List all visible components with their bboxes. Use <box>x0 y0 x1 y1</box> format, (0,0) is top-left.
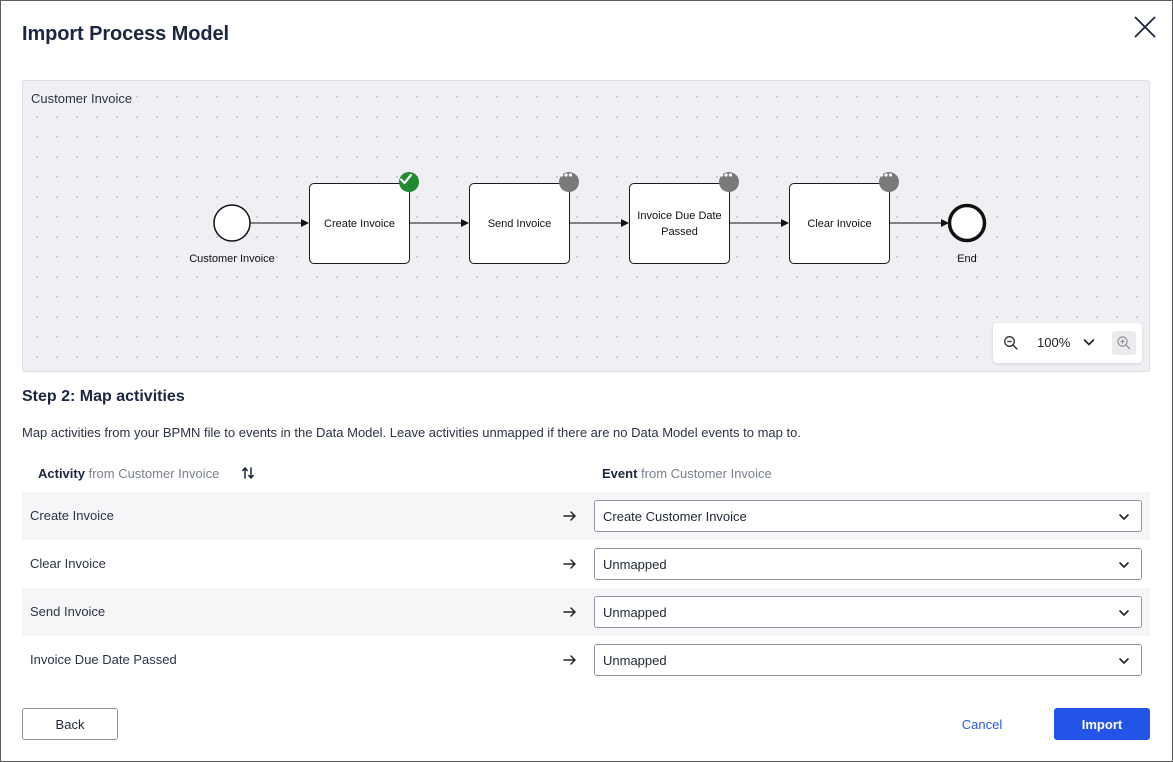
back-button[interactable]: Back <box>22 708 118 740</box>
arrow-right-icon <box>563 607 576 617</box>
task-invoice-due-date-passed[interactable]: Invoice Due Date Passed <box>629 183 730 264</box>
arrow-right-icon <box>563 655 576 665</box>
activity-name: Send Invoice <box>30 604 106 619</box>
event-header-rest: from Customer Invoice <box>637 466 772 481</box>
task-options-badge[interactable] <box>719 172 739 192</box>
chevron-down-icon <box>1119 658 1129 664</box>
event-select-value: Unmapped <box>603 605 667 620</box>
activity-column-header: Activity from Customer Invoice <box>38 466 219 481</box>
event-select[interactable]: Unmapped <box>594 644 1142 676</box>
chevron-down-icon <box>1119 610 1129 616</box>
event-select-value: Unmapped <box>603 557 667 572</box>
zoom-out-button[interactable] <box>1001 333 1021 353</box>
step-title: Step 2: Map activities <box>22 388 185 405</box>
chevron-down-icon <box>1083 339 1095 346</box>
more-icon <box>719 173 733 177</box>
activity-name: Create Invoice <box>30 508 114 523</box>
mapping-row: Create Invoice Create Customer Invoice <box>22 492 1150 540</box>
cancel-button[interactable]: Cancel <box>961 716 1003 732</box>
task-clear-invoice[interactable]: Clear Invoice <box>789 183 890 264</box>
more-icon <box>559 173 573 177</box>
chevron-down-icon <box>1119 514 1129 520</box>
zoom-controls: 100% <box>993 323 1142 363</box>
sort-button[interactable] <box>241 465 255 481</box>
start-event-label: Customer Invoice <box>189 253 275 265</box>
event-header-bold: Event <box>602 466 638 481</box>
event-select-value: Unmapped <box>603 653 667 668</box>
close-button[interactable] <box>1132 14 1158 40</box>
zoom-in-button[interactable] <box>1112 331 1136 355</box>
zoom-level: 100% <box>1037 335 1071 350</box>
step-description: Map activities from your BPMN file to ev… <box>22 425 801 440</box>
end-event-label: End <box>957 253 977 265</box>
dialog-title: Import Process Model <box>22 23 229 45</box>
check-icon <box>399 173 413 185</box>
end-event[interactable] <box>947 203 987 243</box>
activity-header-bold: Activity <box>38 466 85 481</box>
zoom-in-icon <box>1117 336 1131 350</box>
event-select[interactable]: Unmapped <box>594 548 1142 580</box>
sort-icon <box>242 467 254 479</box>
start-event[interactable] <box>213 204 251 242</box>
close-icon <box>1134 16 1156 38</box>
mapping-row: Send Invoice Unmapped <box>22 588 1150 636</box>
arrow-right-icon <box>563 559 576 569</box>
mapping-row: Invoice Due Date Passed Unmapped <box>22 636 1150 684</box>
event-select-value: Create Customer Invoice <box>603 509 747 524</box>
zoom-out-icon <box>1004 336 1018 350</box>
activity-header-rest: from Customer Invoice <box>84 466 220 481</box>
zoom-level-dropdown[interactable] <box>1081 334 1097 350</box>
mapped-check-badge <box>399 172 419 192</box>
diagram-canvas[interactable]: Customer Invoice Customer Invo <box>22 80 1150 372</box>
event-column-header: Event from Customer Invoice <box>602 466 772 481</box>
event-select[interactable]: Unmapped <box>594 596 1142 628</box>
activity-name: Clear Invoice <box>30 556 106 571</box>
chevron-down-icon <box>1119 562 1129 568</box>
task-options-badge[interactable] <box>879 172 899 192</box>
bpmn-diagram: Customer Invoice End Create Invoice Send… <box>2 2 1173 382</box>
event-select[interactable]: Create Customer Invoice <box>594 500 1142 532</box>
task-create-invoice[interactable]: Create Invoice <box>309 183 410 264</box>
canvas-title: Customer Invoice <box>31 91 133 106</box>
task-send-invoice[interactable]: Send Invoice <box>469 183 570 264</box>
activity-name: Invoice Due Date Passed <box>30 652 177 667</box>
import-button[interactable]: Import <box>1054 708 1150 740</box>
task-options-badge[interactable] <box>559 172 579 192</box>
more-icon <box>879 173 893 177</box>
arrow-right-icon <box>563 511 576 521</box>
mapping-row: Clear Invoice Unmapped <box>22 540 1150 588</box>
